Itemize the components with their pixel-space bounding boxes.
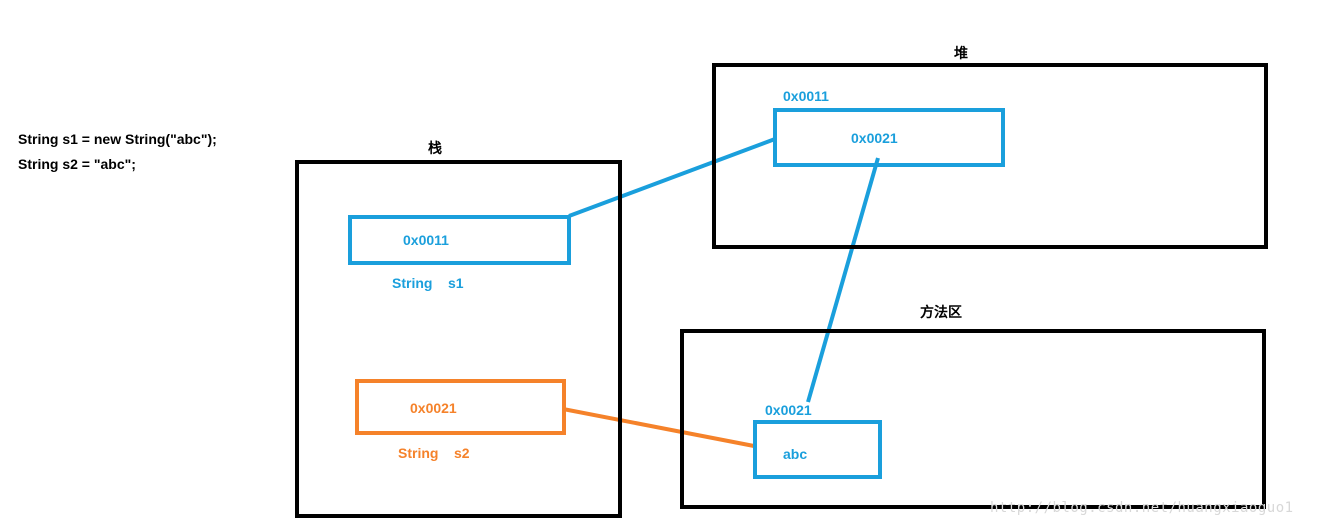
s1-to-heap-object-line — [568, 137, 776, 218]
s2-reference-value: 0x0021 — [410, 400, 457, 416]
stack-title: 栈 — [428, 140, 442, 156]
s2-variable-label: String s2 — [398, 445, 470, 461]
string-constant-value: abc — [783, 446, 808, 462]
string-constant-address: 0x0021 — [765, 402, 812, 418]
s1-reference-box — [348, 215, 571, 265]
string-constant-box — [753, 420, 882, 479]
s1-variable-label: String s1 — [392, 275, 464, 291]
method-area-title: 方法区 — [920, 304, 962, 320]
code-line-1: String s1 = new String("abc"); — [18, 131, 217, 147]
method-area-frame — [680, 329, 1266, 509]
heap-object-address: 0x0011 — [783, 88, 829, 104]
stack-frame — [295, 160, 622, 518]
watermark-text: http://blog.csdn.net/huangxiaoguo1 — [990, 500, 1294, 516]
s2-to-string-line — [562, 407, 755, 448]
s2-reference-box — [355, 379, 566, 435]
heap-title: 堆 — [954, 45, 968, 61]
code-line-2: String s2 = "abc"; — [18, 156, 136, 172]
heap-object-value: 0x0021 — [851, 130, 898, 146]
heap-object-to-string-line — [806, 157, 880, 403]
s1-reference-value: 0x0011 — [403, 232, 449, 248]
heap-frame — [712, 63, 1268, 249]
heap-object-box — [773, 108, 1005, 167]
